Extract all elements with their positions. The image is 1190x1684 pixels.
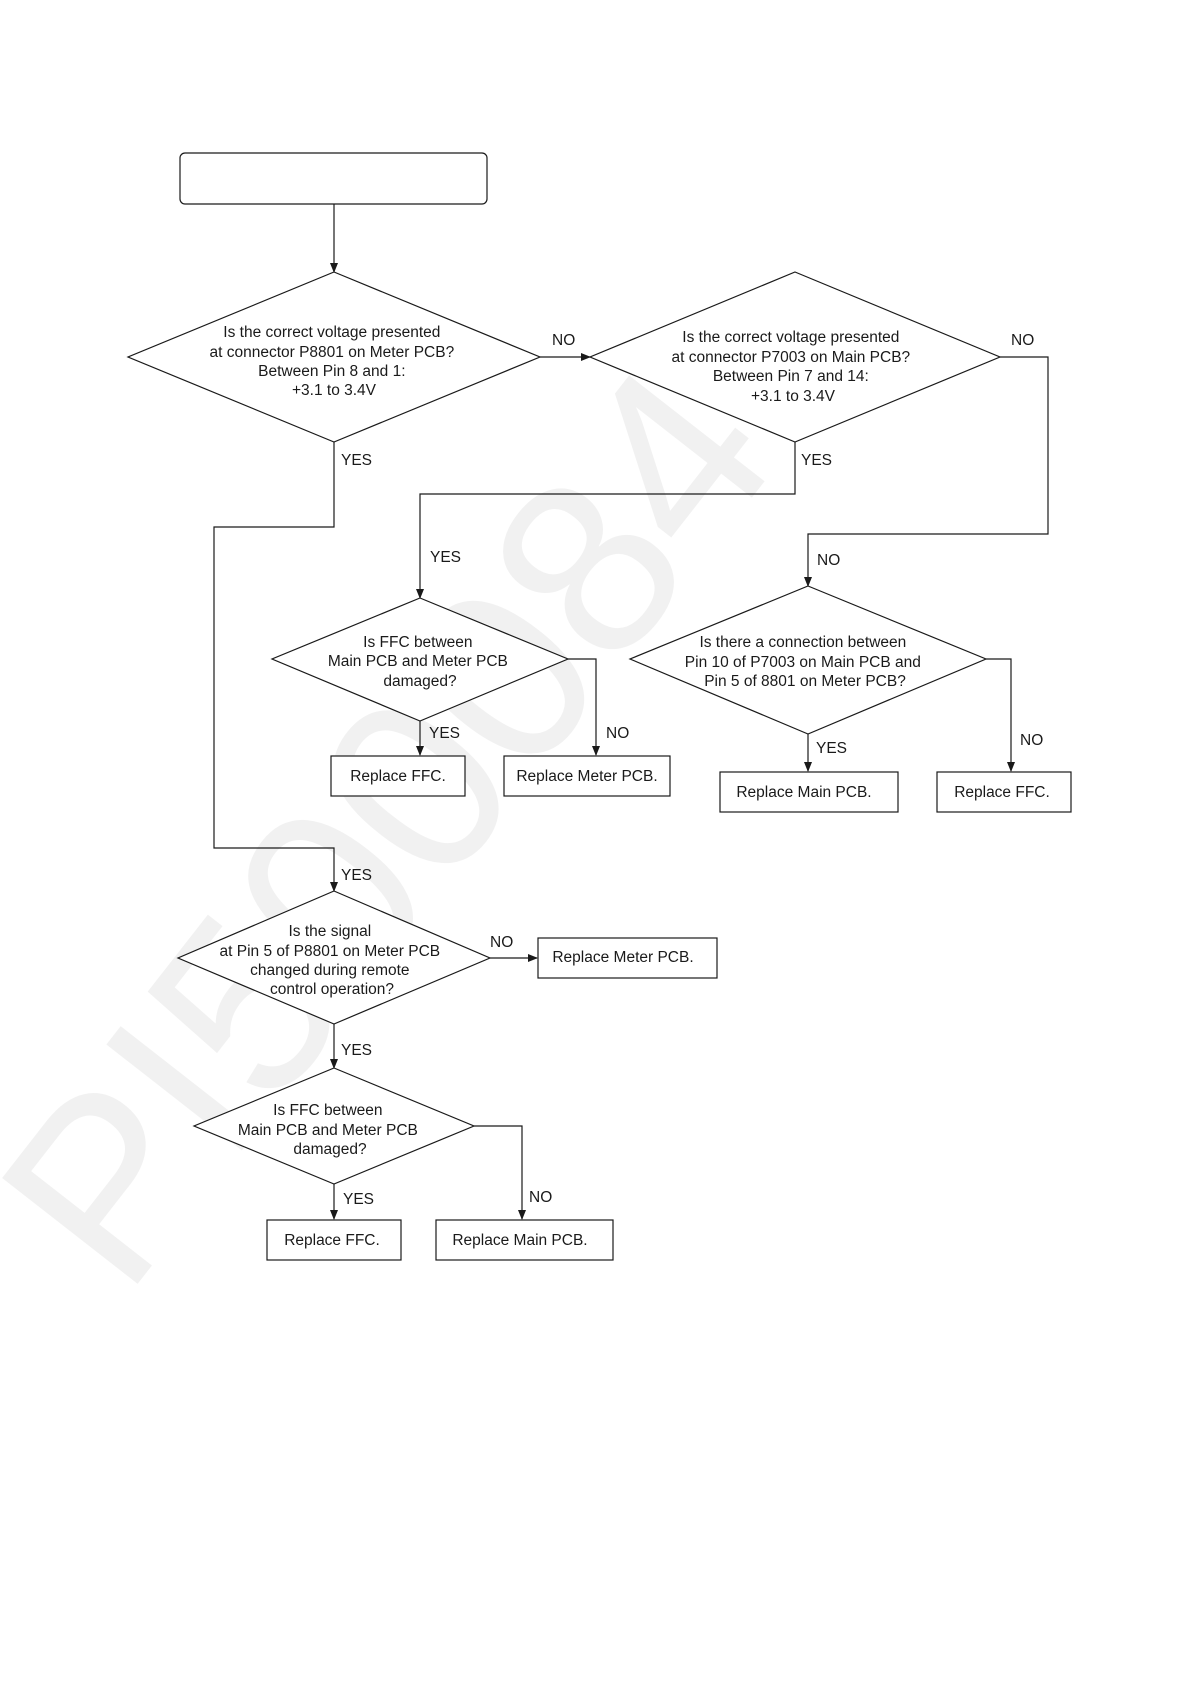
- action-replace-ffc-2-label: Replace FFC.: [954, 784, 1050, 801]
- edge-label-d5-yes: YES: [341, 1042, 372, 1059]
- decision-signal-check-label: Is the signal at Pin 5 of P8801 on Meter…: [220, 923, 445, 998]
- action-replace-meter-pcb-1: Replace Meter PCB.: [503, 755, 671, 797]
- edge-label-d3-yes: YES: [429, 725, 460, 742]
- edge-label-d3-no: NO: [606, 725, 629, 742]
- action-replace-meter-pcb-2-label: Replace Meter PCB.: [552, 949, 693, 966]
- edge-label-d1-no: NO: [552, 332, 575, 349]
- decision-connection-check: Is there a connection between Pin 10 of …: [628, 585, 988, 735]
- edge-d6-b7-no: [474, 1125, 526, 1220]
- decision-p8801-voltage-label: Is the correct voltage presented at conn…: [209, 324, 458, 399]
- decision-connection-check-label: Is there a connection between Pin 10 of …: [685, 634, 925, 690]
- action-replace-main-pcb-1-label: Replace Main PCB.: [736, 784, 871, 801]
- action-replace-ffc-3-label: Replace FFC.: [284, 1232, 380, 1249]
- edge-label-d2-yes: YES: [801, 452, 832, 469]
- decision-p7003-voltage: Is the correct voltage presented at conn…: [588, 271, 1002, 443]
- edge-label-d2-no: NO: [1011, 332, 1034, 349]
- decision-ffc-damaged-1-label: Is FFC between Main PCB and Meter PCB da…: [328, 634, 512, 690]
- action-replace-main-pcb-2: Replace Main PCB.: [435, 1219, 614, 1261]
- edge-label-d4-in-no: NO: [817, 552, 840, 569]
- action-replace-ffc-3: Replace FFC.: [266, 1219, 402, 1261]
- edge-label-d6-yes: YES: [343, 1191, 374, 1208]
- action-replace-ffc-1: Replace FFC.: [330, 755, 466, 797]
- edge-label-d5-no: NO: [490, 934, 513, 951]
- action-replace-ffc-2: Replace FFC.: [936, 771, 1072, 813]
- edge-d3-b2-no: [568, 658, 600, 756]
- edge-d4-b4-no: [986, 658, 1015, 772]
- edge-label-d3-in-yes: YES: [430, 549, 461, 566]
- decision-ffc-damaged-2-label: Is FFC between Main PCB and Meter PCB da…: [238, 1102, 422, 1158]
- action-replace-meter-pcb-1-label: Replace Meter PCB.: [516, 768, 657, 785]
- edge-d2-d3-yes: [416, 442, 796, 599]
- action-replace-main-pcb-1: Replace Main PCB.: [719, 771, 899, 813]
- edge-label-d5-in-yes: YES: [341, 867, 372, 884]
- edge-label-d6-no: NO: [529, 1189, 552, 1206]
- decision-p7003-voltage-label: Is the correct voltage presented at conn…: [672, 329, 915, 405]
- action-replace-meter-pcb-2: Replace Meter PCB.: [537, 937, 718, 979]
- edge-d2-d4-no: [804, 356, 1049, 587]
- edge-label-d1-yes: YES: [341, 452, 372, 469]
- watermark: PI500084: [0, 317, 826, 1332]
- edge-label-d4-yes: YES: [816, 740, 847, 757]
- decision-ffc-damaged-1: Is FFC between Main PCB and Meter PCB da…: [270, 597, 570, 722]
- decision-p8801-voltage: Is the correct voltage presented at conn…: [126, 271, 542, 443]
- action-replace-ffc-1-label: Replace FFC.: [350, 768, 446, 785]
- decision-ffc-damaged-2: Is FFC between Main PCB and Meter PCB da…: [192, 1067, 476, 1185]
- edges: [213, 204, 1049, 1220]
- edge-d1-d5-yes: [213, 442, 338, 892]
- action-replace-main-pcb-2-label: Replace Main PCB.: [452, 1232, 587, 1249]
- nodes: Is the correct voltage presented at conn…: [126, 152, 1072, 1261]
- edge-labels: NO NO YES YES YES NO YES NO YES NO YES N…: [341, 332, 1043, 1208]
- start-node: [179, 152, 488, 205]
- decision-signal-check: Is the signal at Pin 5 of P8801 on Meter…: [176, 890, 492, 1025]
- edge-label-d4-no: NO: [1020, 732, 1043, 749]
